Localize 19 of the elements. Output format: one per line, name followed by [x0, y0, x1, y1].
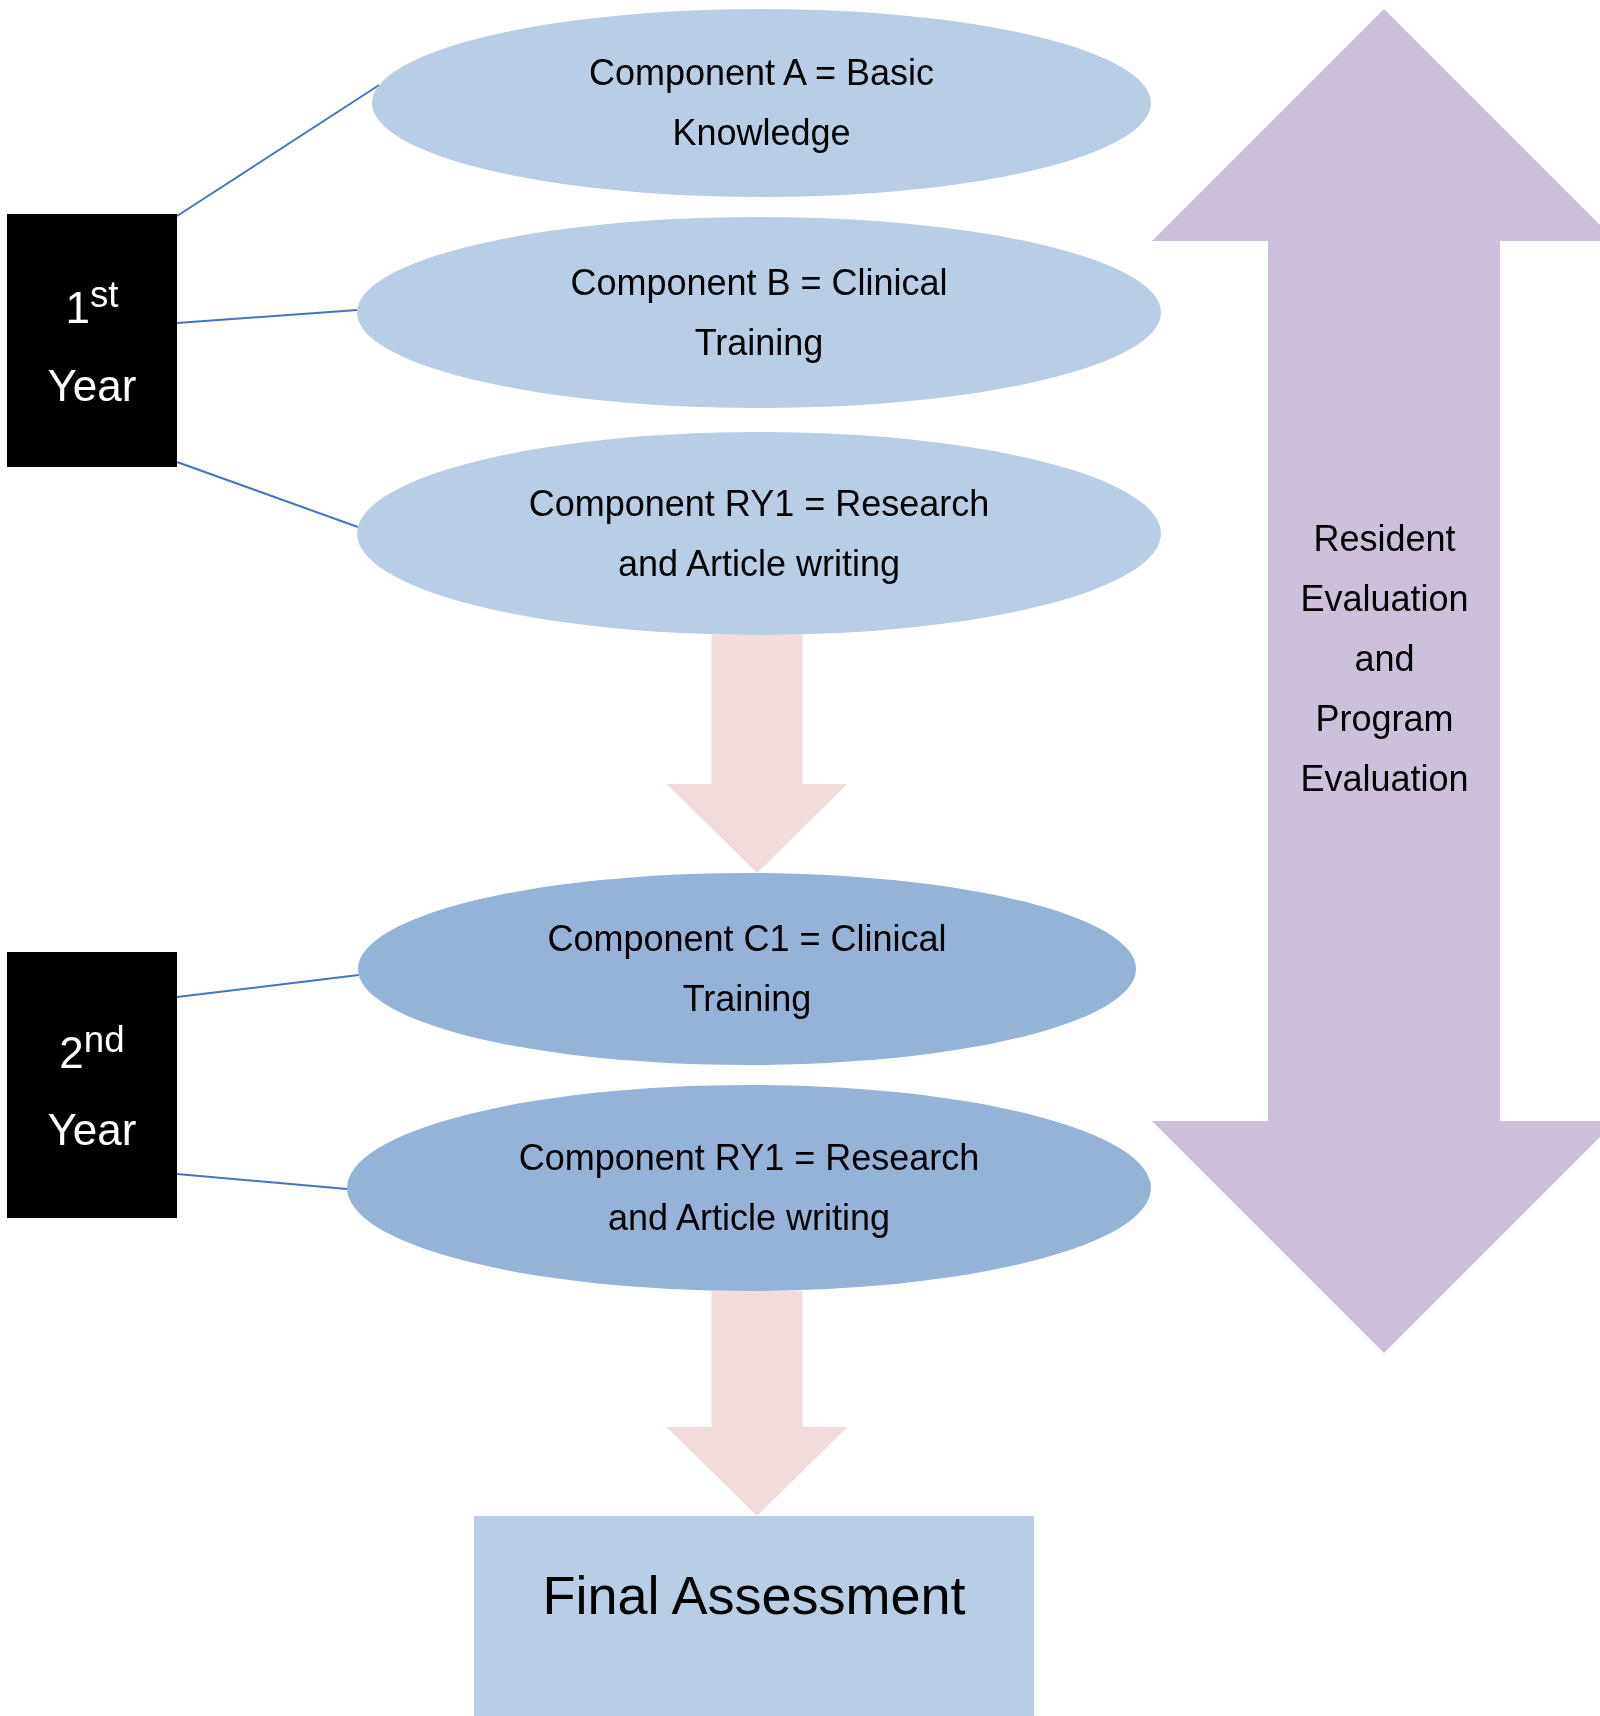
component-label: Component RY1 = Research and Article writing — [517, 1136, 981, 1240]
block-arrow — [666, 1291, 848, 1516]
connector-line — [176, 1173, 348, 1190]
component-label: Component A = Basic Knowledge — [587, 51, 936, 155]
component-label: Component C1 = Clinical Training — [546, 917, 948, 1021]
component-label: Component B = Clinical Training — [569, 260, 949, 365]
assessment-label: Final Assessment — [542, 1564, 966, 1626]
assessment-box — [474, 1516, 1034, 1716]
year-box — [7, 214, 177, 467]
connector-line — [176, 974, 360, 998]
year-label: 2$^{nd}$ Year — [46, 1017, 138, 1157]
connector-line — [176, 84, 381, 217]
component-label: Component RY1 = Research and Article writing — [527, 481, 991, 586]
connector-line — [176, 309, 359, 324]
arrow-label: Resident Evaluation and Program Evaluation — [1299, 517, 1470, 801]
connector-line — [176, 461, 359, 528]
block-arrow — [666, 635, 848, 873]
year-label: 1$^{st}$ Year — [46, 273, 138, 412]
year-box — [7, 952, 177, 1218]
